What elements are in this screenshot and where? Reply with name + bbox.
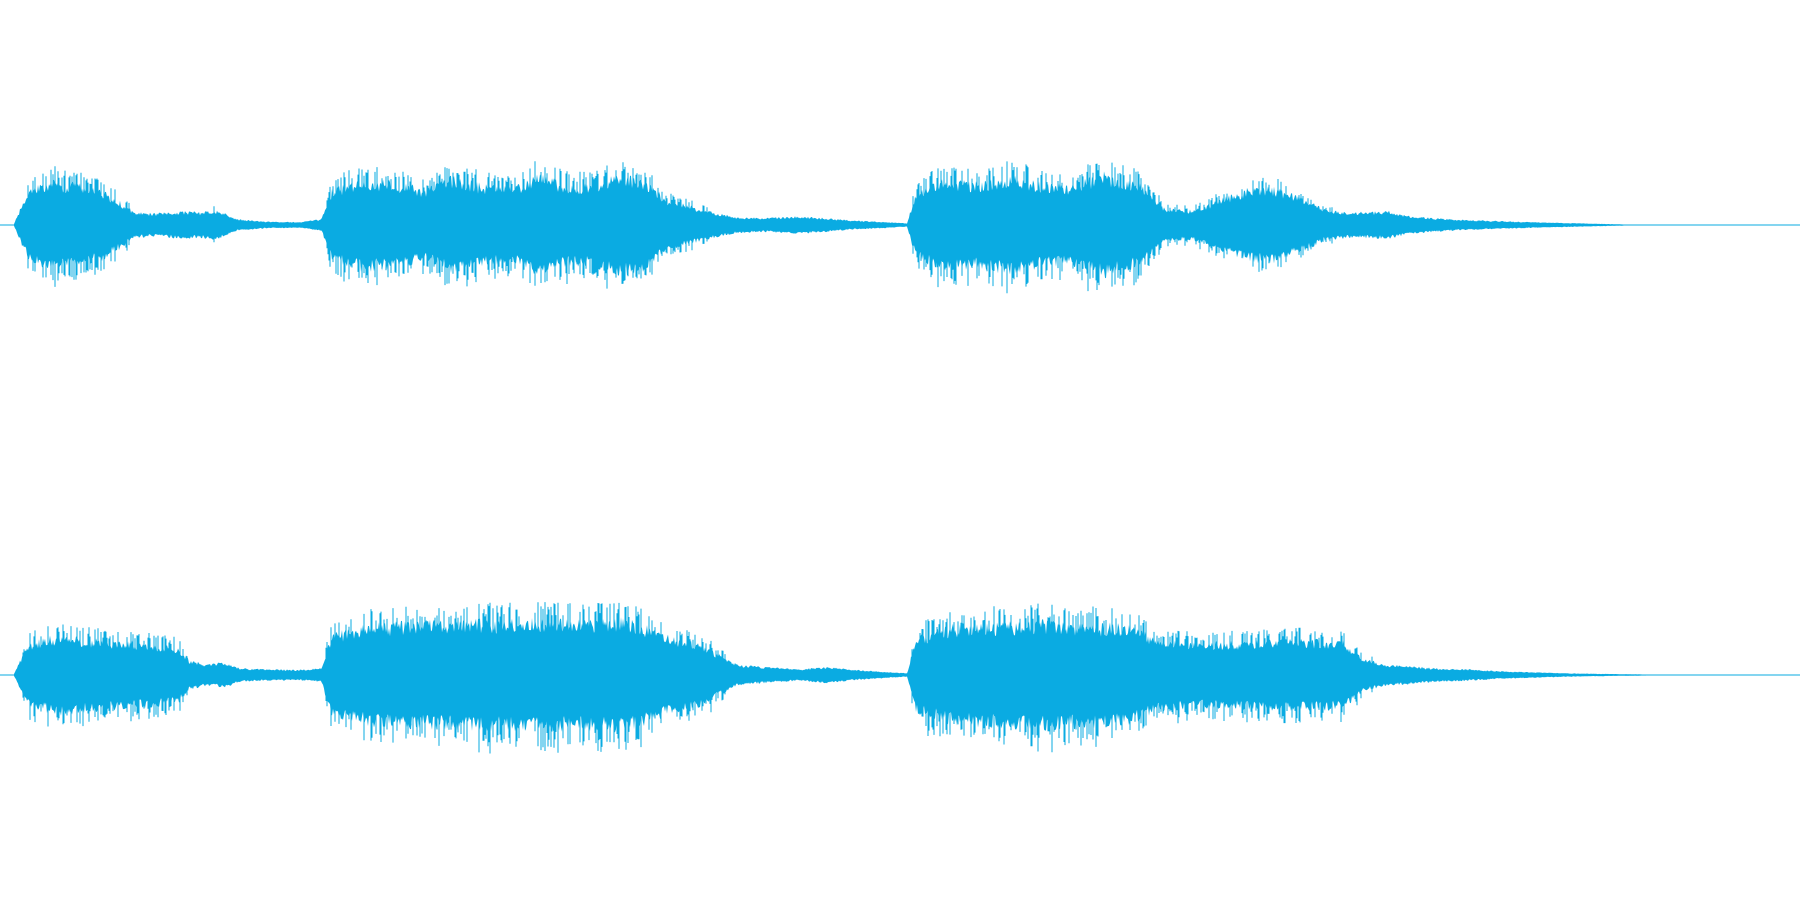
channel-right [0,560,1800,790]
waveform-left [14,171,1800,279]
waveform-right-transients [22,602,1373,754]
waveform-left-transients [27,161,1333,294]
waveform-right [14,617,1800,733]
waveform-left-channel [0,161,1800,294]
waveform-right-channel [0,602,1800,754]
channel-left [0,110,1800,340]
